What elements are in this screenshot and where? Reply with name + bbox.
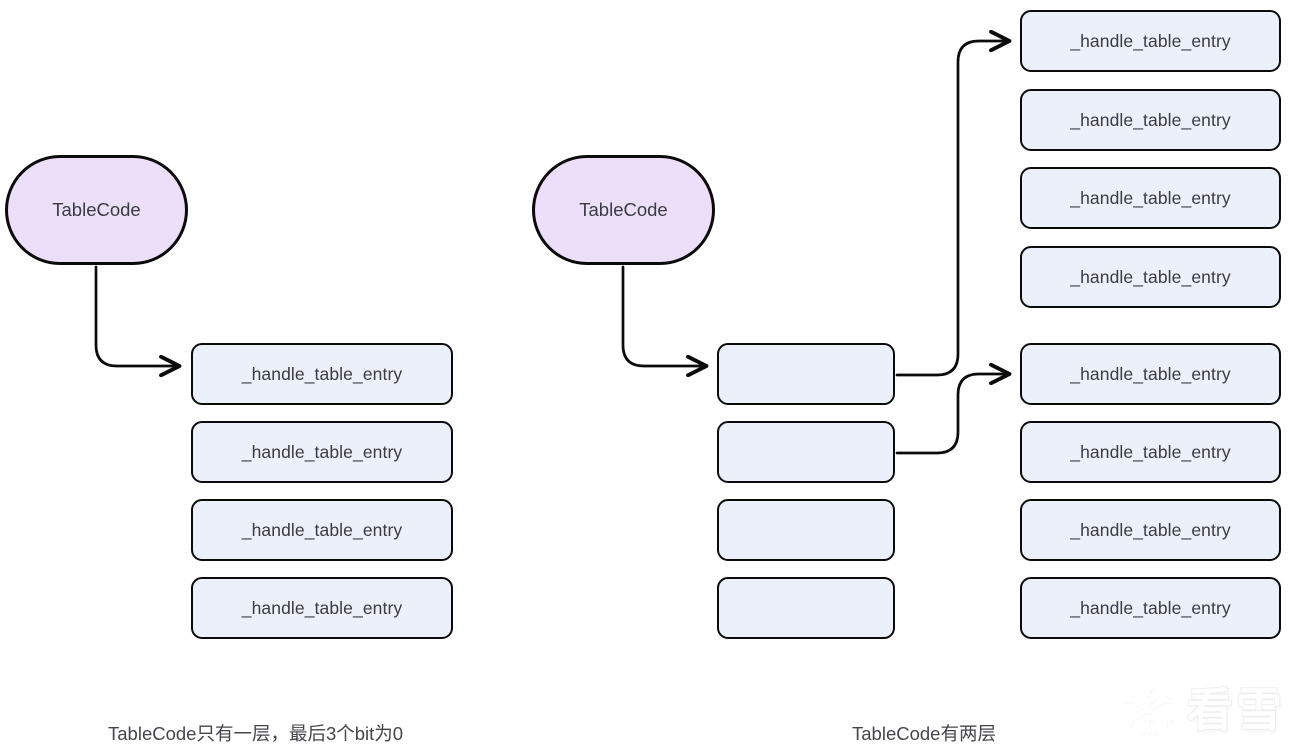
level1-box-4[interactable]: [717, 577, 895, 639]
level2-b-entry-box-1[interactable]: _handle_table_entry: [1020, 343, 1281, 405]
left-entry-box-3[interactable]: _handle_table_entry: [191, 499, 453, 561]
connector-level1-1-to-groupA: [895, 41, 1008, 377]
left-panel-caption: TableCode只有一层，最后3个bit为0: [108, 723, 404, 744]
level2-b-entry-box-2[interactable]: _handle_table_entry: [1020, 421, 1281, 483]
left-root-tablecode[interactable]: TableCode: [5, 155, 188, 265]
connector-left-root-to-entry1: [94, 265, 178, 366]
level2-b-entry-box-4[interactable]: _handle_table_entry: [1020, 577, 1281, 639]
left-entry-box-2[interactable]: _handle_table_entry: [191, 421, 453, 483]
left-entry-box-1[interactable]: _handle_table_entry: [191, 343, 453, 405]
level2-a-entry-box-2[interactable]: _handle_table_entry: [1020, 89, 1281, 151]
right-root-tablecode[interactable]: TableCode: [532, 155, 715, 265]
watermark: 看雪: [1119, 681, 1285, 739]
connector-right-root-to-level1-1: [621, 265, 705, 366]
watermark-text: 看雪: [1187, 684, 1285, 736]
level1-box-1[interactable]: [717, 343, 895, 405]
level2-b-entry-box-3[interactable]: _handle_table_entry: [1020, 499, 1281, 561]
left-entry-box-4[interactable]: _handle_table_entry: [191, 577, 453, 639]
level2-a-entry-box-3[interactable]: _handle_table_entry: [1020, 167, 1281, 229]
connector-level1-2-to-groupB: [895, 374, 1008, 455]
snowflake-icon: [1123, 684, 1173, 736]
level1-box-3[interactable]: [717, 499, 895, 561]
level1-box-2[interactable]: [717, 421, 895, 483]
level2-a-entry-box-4[interactable]: _handle_table_entry: [1020, 246, 1281, 308]
right-panel-caption: TableCode有两层: [852, 723, 996, 744]
level2-a-entry-box-1[interactable]: _handle_table_entry: [1020, 10, 1281, 72]
